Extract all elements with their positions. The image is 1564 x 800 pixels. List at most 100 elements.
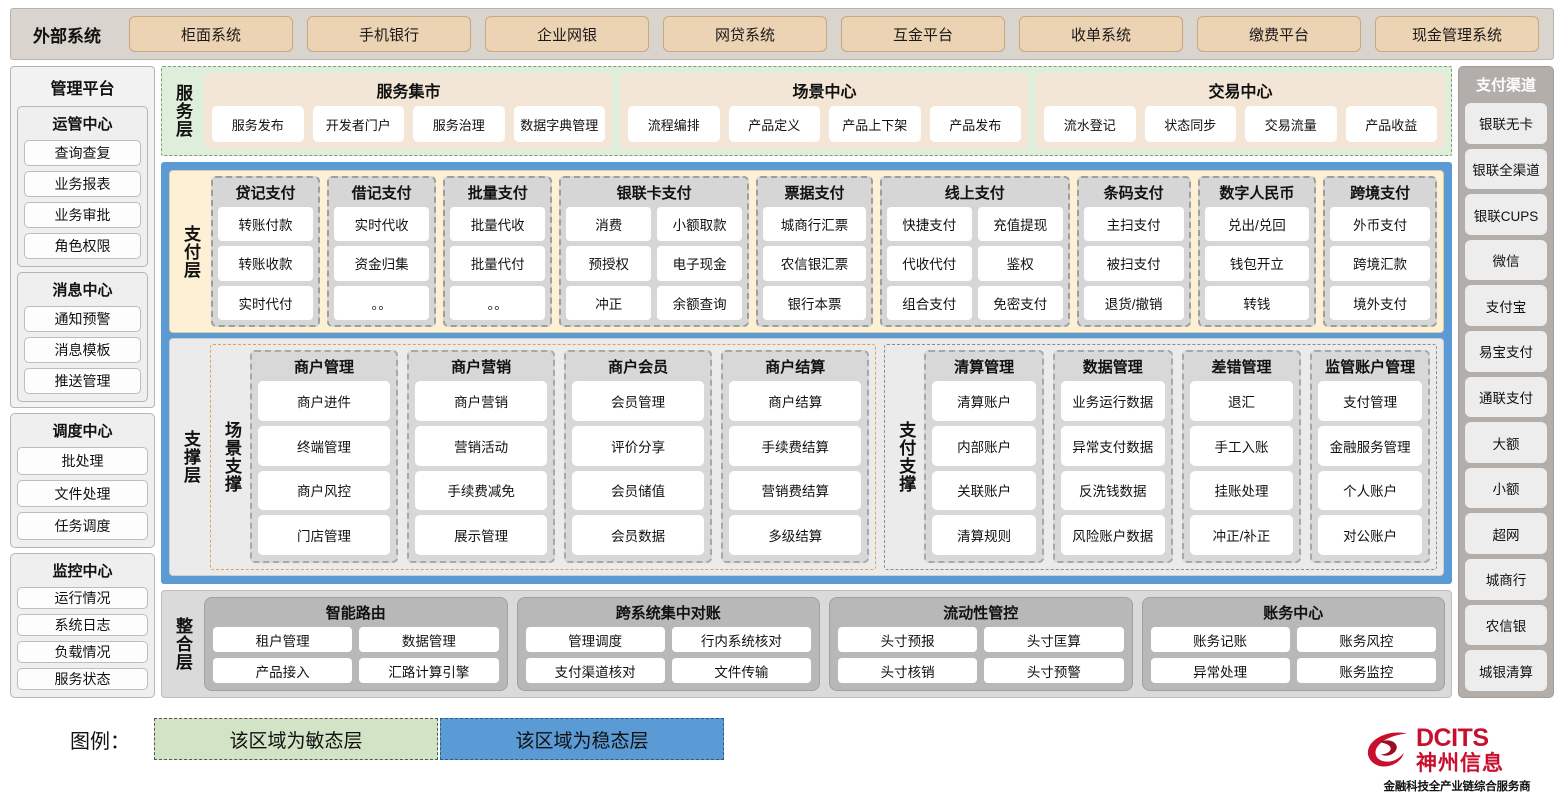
- management-item[interactable]: 运行情况: [17, 587, 148, 609]
- payment-item[interactable]: 钱包开立: [1204, 246, 1310, 281]
- payment-channel-item[interactable]: 微信: [1465, 239, 1547, 281]
- integration-item[interactable]: 头寸预警: [984, 658, 1124, 683]
- payment-item[interactable]: 实时代收: [334, 207, 430, 242]
- payment-channel-item[interactable]: 大额: [1465, 422, 1547, 463]
- payment-item[interactable]: 组合支付: [886, 285, 972, 320]
- management-item[interactable]: 批处理: [17, 447, 148, 475]
- payment-item[interactable]: 外币支付: [1330, 207, 1431, 242]
- payment-item[interactable]: 鉴权: [977, 246, 1063, 281]
- external-system-chip[interactable]: 缴费平台: [1197, 16, 1361, 52]
- payment-channel-item[interactable]: 超网: [1465, 513, 1547, 555]
- external-system-chip[interactable]: 手机银行: [307, 16, 471, 52]
- support-item[interactable]: 商户营销: [415, 381, 548, 421]
- support-item[interactable]: 会员储值: [572, 470, 705, 511]
- payment-item[interactable]: 农信银汇票: [763, 246, 866, 281]
- support-item[interactable]: 手续费结算: [729, 425, 862, 466]
- payment-item[interactable]: 城商行汇票: [763, 207, 866, 242]
- integration-item[interactable]: 账务风控: [1296, 627, 1436, 652]
- integration-item[interactable]: 管理调度: [525, 627, 665, 652]
- support-item[interactable]: 会员管理: [572, 381, 705, 421]
- integration-item[interactable]: 账务记账: [1150, 627, 1290, 652]
- service-item[interactable]: 产品收益: [1345, 106, 1437, 142]
- integration-item[interactable]: 数据管理: [359, 627, 499, 652]
- integration-item[interactable]: 头寸核销: [838, 658, 978, 683]
- support-item[interactable]: 营销费结算: [729, 470, 862, 511]
- payment-channel-item[interactable]: 支付宝: [1465, 285, 1547, 327]
- management-item[interactable]: 任务调度: [17, 512, 148, 541]
- payment-item[interactable]: 余额查询: [657, 285, 743, 320]
- management-item[interactable]: 系统日志: [17, 614, 148, 636]
- payment-item[interactable]: 跨境汇款: [1330, 246, 1431, 281]
- external-system-chip[interactable]: 收单系统: [1019, 16, 1183, 52]
- external-system-chip[interactable]: 现金管理系统: [1375, 16, 1539, 52]
- management-item[interactable]: 文件处理: [17, 479, 148, 508]
- support-item[interactable]: 手工入账: [1189, 425, 1294, 466]
- support-item[interactable]: 个人账户: [1318, 470, 1422, 511]
- integration-item[interactable]: 租户管理: [213, 627, 353, 652]
- management-item[interactable]: 角色权限: [24, 233, 141, 259]
- management-item[interactable]: 查询查复: [24, 140, 141, 166]
- management-item[interactable]: 通知预警: [24, 306, 141, 332]
- external-system-chip[interactable]: 企业网银: [485, 16, 649, 52]
- support-item[interactable]: 终端管理: [258, 425, 391, 466]
- support-item[interactable]: 商户结算: [729, 381, 862, 421]
- support-item[interactable]: 商户进件: [258, 381, 391, 421]
- management-item[interactable]: 消息模板: [24, 337, 141, 363]
- payment-item[interactable]: 批量代收: [450, 207, 546, 242]
- management-item[interactable]: 推送管理: [24, 368, 141, 394]
- support-item[interactable]: 反洗钱数据: [1060, 470, 1165, 511]
- support-item[interactable]: 清算规则: [932, 515, 1036, 555]
- integration-item[interactable]: 支付渠道核对: [525, 658, 665, 683]
- management-item[interactable]: 服务状态: [17, 668, 148, 690]
- payment-item[interactable]: 代收代付: [886, 246, 972, 281]
- payment-item[interactable]: 兑出/兑回: [1204, 207, 1310, 242]
- support-item[interactable]: 异常支付数据: [1060, 425, 1165, 466]
- payment-item[interactable]: 。。: [450, 285, 546, 320]
- integration-item[interactable]: 产品接入: [213, 658, 353, 683]
- support-item[interactable]: 会员数据: [572, 515, 705, 555]
- support-item[interactable]: 多级结算: [729, 515, 862, 555]
- payment-item[interactable]: 快捷支付: [886, 207, 972, 242]
- payment-item[interactable]: 银行本票: [763, 285, 866, 320]
- management-item[interactable]: 业务审批: [24, 202, 141, 228]
- payment-item[interactable]: 批量代付: [450, 246, 546, 281]
- payment-item[interactable]: 转账付款: [218, 207, 314, 242]
- payment-item[interactable]: 主扫支付: [1083, 207, 1184, 242]
- payment-channel-item[interactable]: 银联CUPS: [1465, 194, 1547, 235]
- external-system-chip[interactable]: 互金平台: [841, 16, 1005, 52]
- service-item[interactable]: 产品发布: [929, 106, 1021, 142]
- management-item[interactable]: 业务报表: [24, 171, 141, 197]
- payment-channel-item[interactable]: 城商行: [1465, 559, 1547, 600]
- service-item[interactable]: 服务治理: [413, 106, 505, 142]
- payment-channel-item[interactable]: 易宝支付: [1465, 331, 1547, 372]
- integration-item[interactable]: 头寸匡算: [984, 627, 1124, 652]
- payment-item[interactable]: 消费: [566, 207, 652, 242]
- support-item[interactable]: 门店管理: [258, 515, 391, 555]
- support-item[interactable]: 内部账户: [932, 425, 1036, 466]
- payment-item[interactable]: 转钱: [1204, 285, 1310, 320]
- payment-item[interactable]: 转账收款: [218, 246, 314, 281]
- payment-item[interactable]: 免密支付: [977, 285, 1063, 320]
- payment-channel-item[interactable]: 城银清算: [1465, 650, 1547, 691]
- payment-item[interactable]: 电子现金: [657, 246, 743, 281]
- integration-item[interactable]: 汇路计算引擎: [359, 658, 499, 683]
- support-item[interactable]: 手续费减免: [415, 470, 548, 511]
- support-item[interactable]: 对公账户: [1318, 515, 1422, 555]
- payment-item[interactable]: 预授权: [566, 246, 652, 281]
- service-item[interactable]: 产品上下架: [829, 106, 921, 142]
- payment-channel-item[interactable]: 通联支付: [1465, 376, 1547, 418]
- support-item[interactable]: 业务运行数据: [1060, 381, 1165, 421]
- management-item[interactable]: 负载情况: [17, 641, 148, 663]
- service-item[interactable]: 开发者门户: [312, 106, 404, 142]
- support-item[interactable]: 关联账户: [932, 470, 1036, 511]
- payment-channel-item[interactable]: 银联无卡: [1465, 103, 1547, 144]
- payment-item[interactable]: 资金归集: [334, 246, 430, 281]
- payment-item[interactable]: 境外支付: [1330, 285, 1431, 320]
- payment-item[interactable]: 被扫支付: [1083, 246, 1184, 281]
- payment-item[interactable]: 小额取款: [657, 207, 743, 242]
- payment-item[interactable]: 退货/撤销: [1083, 285, 1184, 320]
- external-system-chip[interactable]: 柜面系统: [129, 16, 293, 52]
- integration-item[interactable]: 账务监控: [1296, 658, 1436, 683]
- payment-channel-item[interactable]: 小额: [1465, 467, 1547, 509]
- service-item[interactable]: 流水登记: [1044, 106, 1136, 142]
